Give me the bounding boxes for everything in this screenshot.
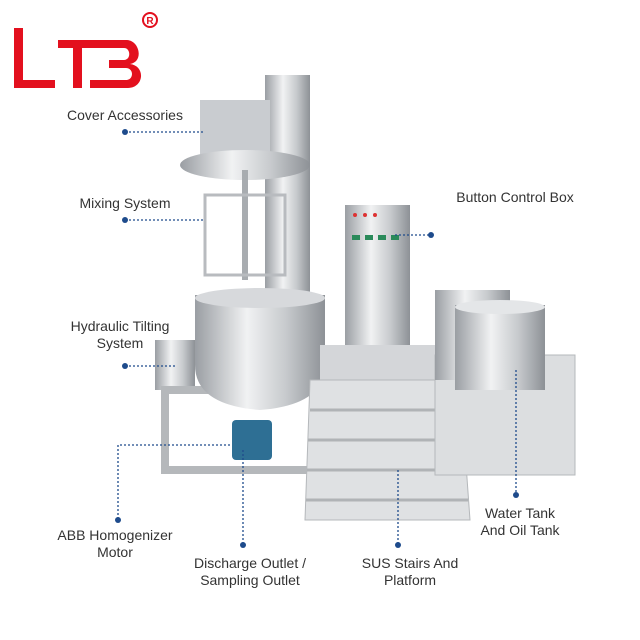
svg-text:R: R [146, 16, 154, 27]
label-line: Hydraulic Tilting [70, 318, 170, 334]
label-cover-accessories: Cover Accessories [67, 107, 183, 123]
label-button-control-box: Button Control Box [456, 189, 574, 205]
label-line: Discharge Outlet / [193, 555, 307, 571]
leader-dot [122, 129, 128, 135]
label-line: Motor [97, 544, 133, 560]
label-mixing-system: Mixing System [79, 195, 171, 211]
label-line: Water Tank [484, 505, 556, 521]
ltb-logo: R [10, 10, 160, 95]
label-discharge-outlet: Discharge Outlet /Sampling Outlet [175, 555, 325, 589]
label-line: System [96, 335, 144, 351]
label-line: Platform [383, 572, 437, 588]
label-line: SUS Stairs And [361, 555, 459, 571]
label-line: Sampling Outlet [200, 572, 300, 588]
label-line: And Oil Tank [480, 522, 560, 538]
label-line: ABB Homogenizer [57, 527, 173, 543]
